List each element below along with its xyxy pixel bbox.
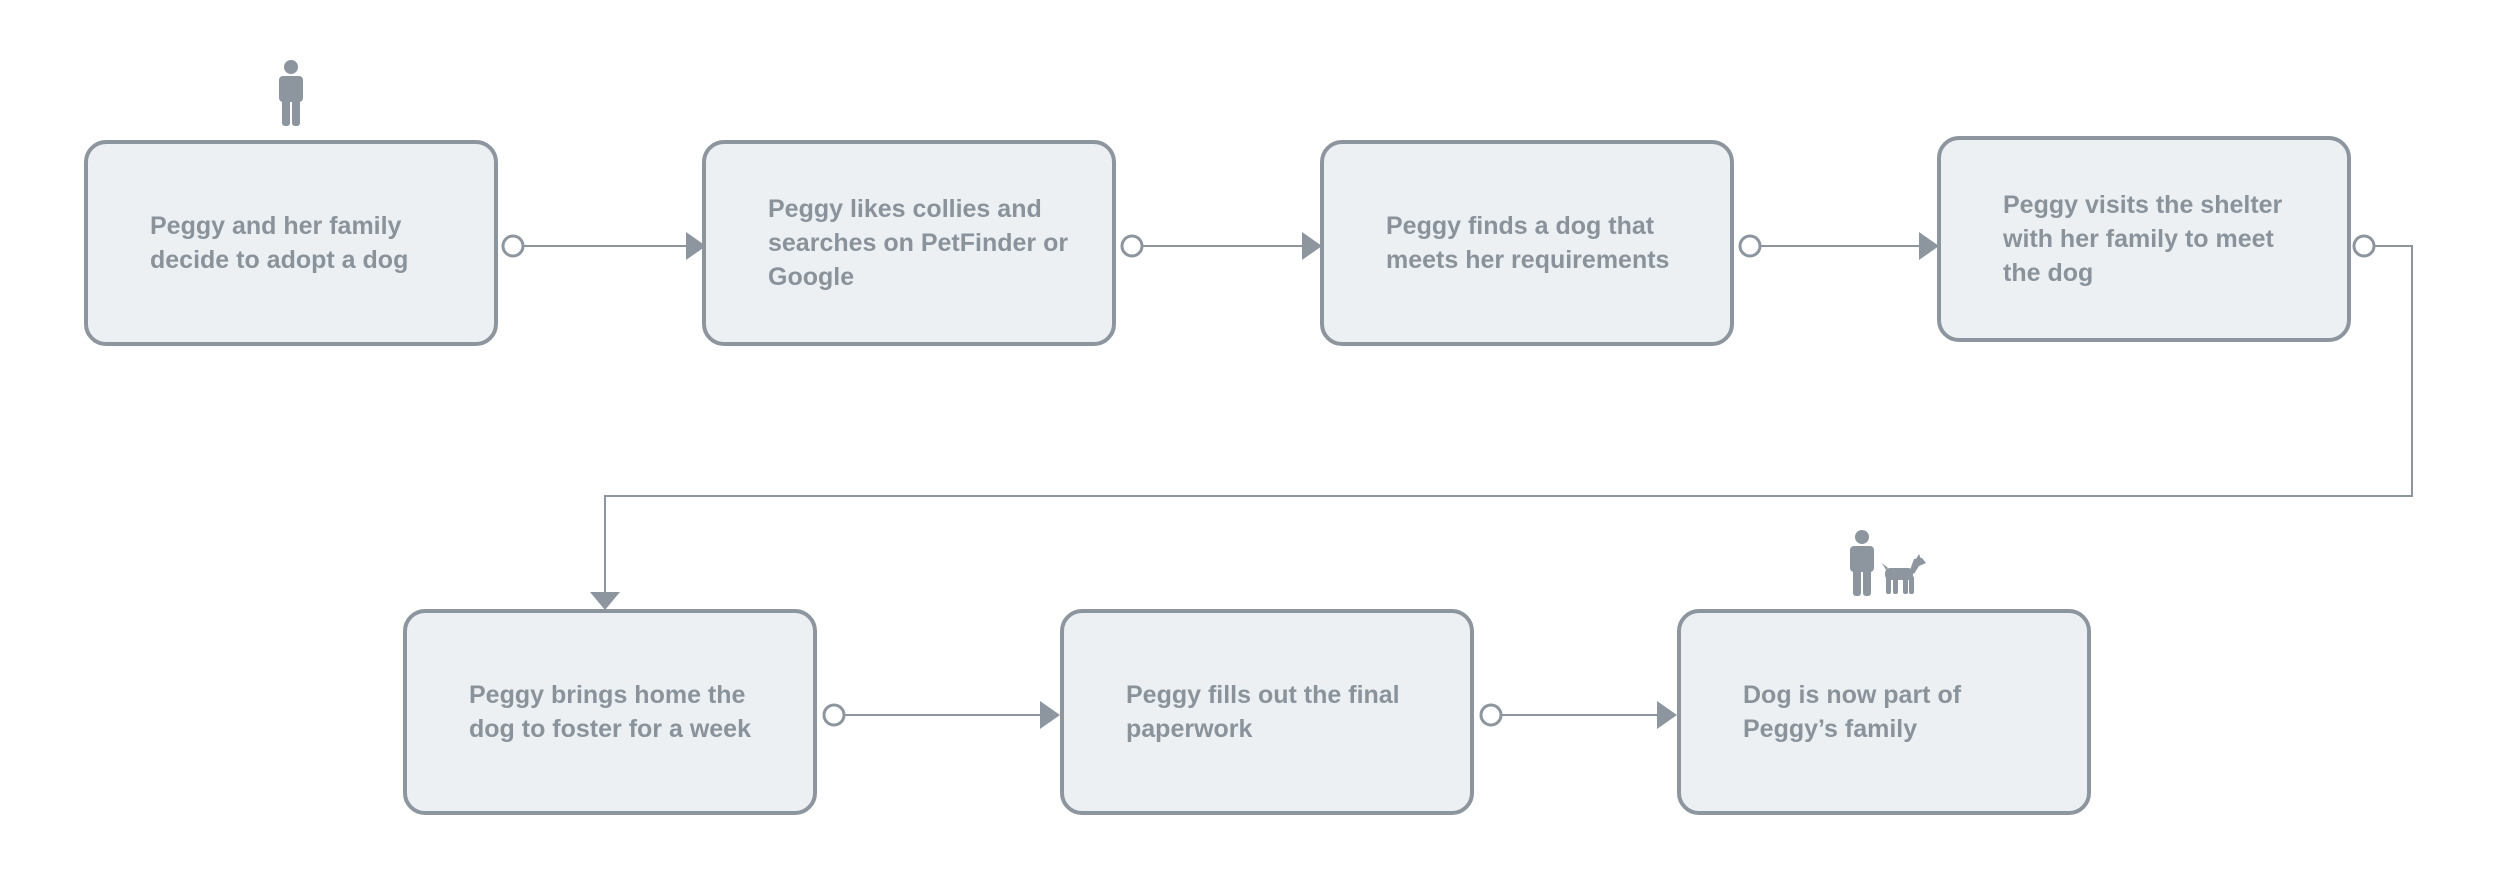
step-label: Peggy and her family decide to adopt a d… <box>150 212 409 274</box>
connector-3-4 <box>1738 232 1939 260</box>
dog-icon <box>1882 554 1926 594</box>
step-box-search-online[interactable]: Peggy likes collies and searches on PetF… <box>702 140 1116 346</box>
step-label: Peggy likes collies and searches on PetF… <box>768 195 1069 291</box>
person-icon <box>1850 530 1874 596</box>
step-label: Peggy visits the shelter with her family… <box>2003 191 2283 287</box>
step-label: Peggy brings home the dog to foster for … <box>469 681 751 743</box>
step-label: Peggy finds a dog that meets her require… <box>1386 212 1670 274</box>
connector-6-7 <box>1479 701 1677 729</box>
step-box-decide-to-adopt[interactable]: Peggy and her family decide to adopt a d… <box>84 140 498 346</box>
connector-4-5 <box>590 234 2413 610</box>
step-box-final-paperwork[interactable]: Peggy fills out the final paperwork <box>1060 609 1474 815</box>
step-box-find-dog[interactable]: Peggy finds a dog that meets her require… <box>1320 140 1734 346</box>
step-label: Peggy fills out the final paperwork <box>1126 681 1400 743</box>
connector-1-2 <box>501 232 706 260</box>
step-label: Dog is now part of Peggy’s family <box>1743 681 1962 743</box>
connector-5-6 <box>822 701 1060 729</box>
person-icon <box>279 60 303 126</box>
connector-2-3 <box>1120 232 1322 260</box>
step-box-visit-shelter[interactable]: Peggy visits the shelter with her family… <box>1937 136 2351 342</box>
step-box-foster-week[interactable]: Peggy brings home the dog to foster for … <box>403 609 817 815</box>
step-box-adopted[interactable]: Dog is now part of Peggy’s family <box>1677 609 2091 815</box>
